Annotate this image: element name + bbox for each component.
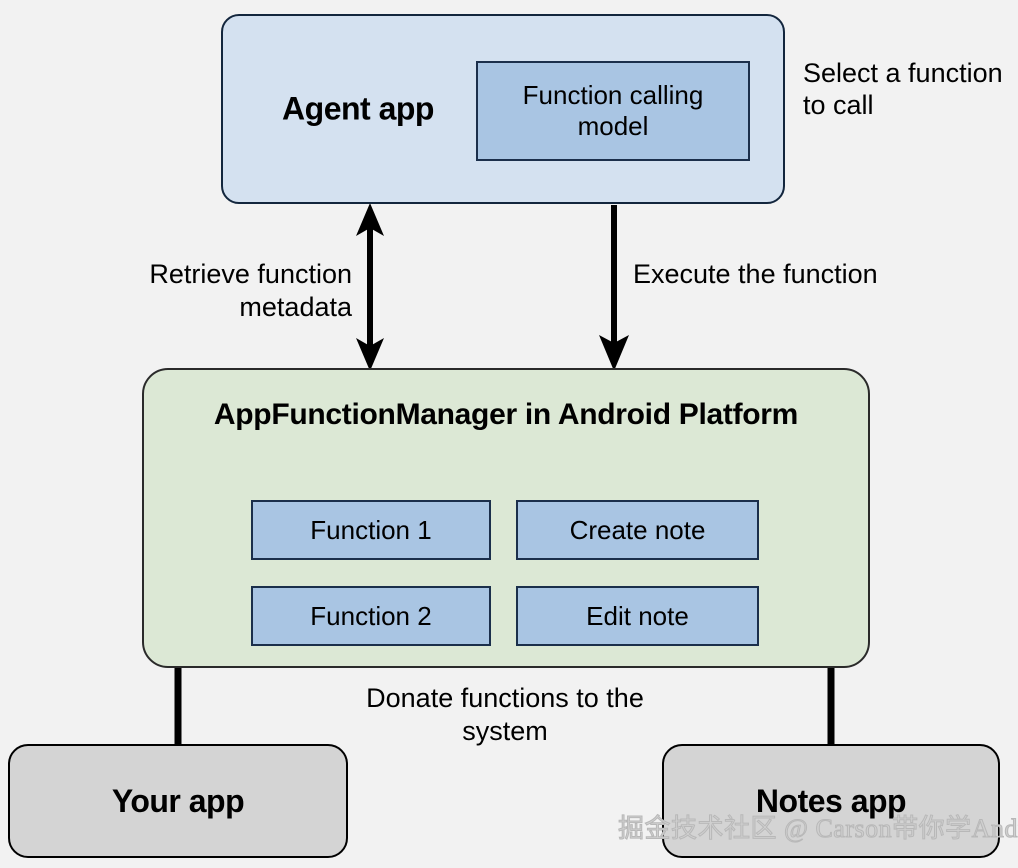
- agent-app-box[interactable]: Agent app Function calling model: [221, 14, 785, 204]
- arrow-execute-function: [599, 205, 629, 371]
- app-function-manager-title: AppFunctionManager in Android Platform: [213, 398, 799, 431]
- notes-app-box[interactable]: Notes app: [662, 744, 1000, 858]
- retrieve-metadata-annotation: Retrieve function metadata: [149, 259, 352, 322]
- function-calling-model-box[interactable]: Function calling model: [476, 61, 750, 161]
- function-box-function-1[interactable]: Function 1: [251, 500, 491, 560]
- donate-functions-annotation: Donate functions to the system: [366, 683, 644, 746]
- function-box-edit-note[interactable]: Edit note: [516, 586, 759, 646]
- function-box-create-note[interactable]: Create note: [516, 500, 759, 560]
- app-function-manager-box[interactable]: AppFunctionManager in Android Platform F…: [142, 368, 870, 668]
- agent-app-label: Agent app: [282, 90, 434, 127]
- arrow-retrieve-metadata: [356, 203, 384, 371]
- select-function-annotation: Select a function to call: [803, 58, 1003, 120]
- execute-function-annotation: Execute the function: [633, 259, 878, 289]
- your-app-box[interactable]: Your app: [8, 744, 348, 858]
- function-box-function-2[interactable]: Function 2: [251, 586, 491, 646]
